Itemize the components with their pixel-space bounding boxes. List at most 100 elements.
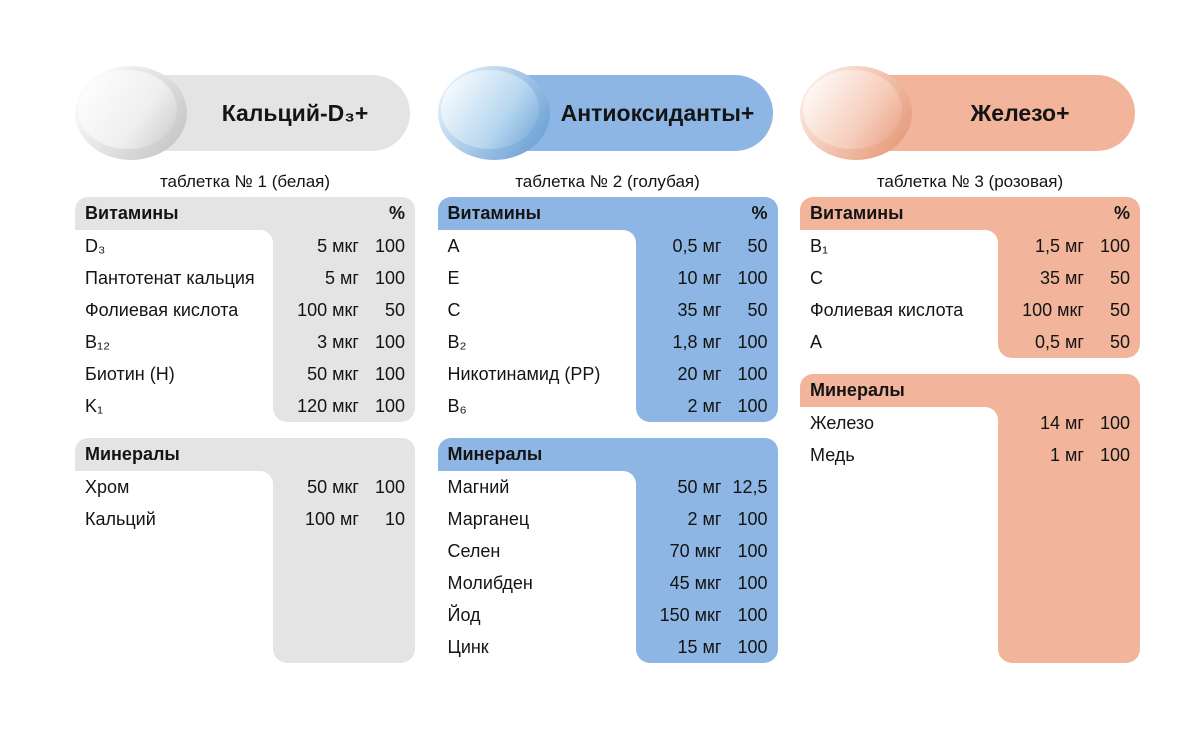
nutrient-name: Молибден xyxy=(447,572,533,593)
tablet-face xyxy=(440,69,540,149)
nutrient-row: A 0,5 мг 50 xyxy=(800,326,1140,358)
nutrient-name: B₂ xyxy=(447,331,467,352)
supplement-infographic: Кальций-D₃+ таблетка № 1 (белая) Витамин… xyxy=(75,66,1140,663)
nutrient-percent: 100 xyxy=(374,395,405,416)
nutrient-amount: 120 мкг xyxy=(297,395,359,416)
nutrient-rows: Хром 50 мкг 100 Кальций 100 мг 10 xyxy=(75,471,415,535)
tablet-title: Кальций-D₃+ xyxy=(221,99,369,126)
nutrient-name: D₃ xyxy=(85,235,106,256)
section-title: Минералы xyxy=(447,444,543,464)
section-title: Минералы xyxy=(810,380,905,400)
nutrient-row: Молибден 45 мкг 100 xyxy=(438,567,778,599)
nutrient-section: Минералы Магний 50 мг 12,5 Марганец 2 мг… xyxy=(437,438,778,663)
nutrient-rows: B₁ 1,5 мг 100 C 35 мг 50 Фолиевая кислот… xyxy=(800,230,1140,358)
nutrient-amount: 5 мкг xyxy=(317,235,359,256)
nutrient-amount: 1,5 мг xyxy=(1035,235,1084,256)
corner-fillet xyxy=(260,230,273,243)
nutrient-percent: 100 xyxy=(1099,444,1130,465)
nutrient-percent: 100 xyxy=(1099,412,1130,433)
nutrient-rows: A 0,5 мг 50 E 10 мг 100 C 35 мг 50 B₂ 1,… xyxy=(438,230,778,422)
value-column-background xyxy=(635,230,778,422)
tablet-subtitle: таблетка № 3 (розовая) xyxy=(876,172,1064,191)
tablet-column-calcium-d3: Кальций-D₃+ таблетка № 1 (белая) Витамин… xyxy=(75,66,415,663)
nutrient-name: K₁ xyxy=(85,395,104,416)
nutrient-percent: 50 xyxy=(1109,299,1130,320)
section-title: Витамины xyxy=(85,203,179,223)
tablet-image xyxy=(75,66,187,160)
nutrient-row: Магний 50 мг 12,5 xyxy=(438,471,778,503)
tablet-face xyxy=(803,69,902,149)
nutrient-name: C xyxy=(447,299,461,320)
tablet-title: Железо+ xyxy=(970,99,1070,126)
nutrient-amount: 1 мг xyxy=(1050,444,1084,465)
nutrient-percent: 50 xyxy=(1109,267,1130,288)
nutrient-row: D₃ 5 мкг 100 xyxy=(75,230,415,262)
percent-symbol: % xyxy=(388,203,405,223)
nutrient-row: Фолиевая кислота 100 мкг 50 xyxy=(75,294,415,326)
nutrient-percent: 50 xyxy=(1109,331,1130,352)
nutrient-amount: 10 мг xyxy=(677,267,722,288)
corner-fillet xyxy=(260,471,273,484)
nutrient-percent: 50 xyxy=(747,235,768,256)
nutrient-percent: 100 xyxy=(737,508,768,529)
nutrient-amount: 50 мг xyxy=(677,476,722,497)
nutrient-amount: 14 мг xyxy=(1040,412,1084,433)
nutrient-percent: 50 xyxy=(384,299,405,320)
tablet-subtitle: таблетка № 1 (белая) xyxy=(159,172,331,191)
nutrient-name: Марганец xyxy=(447,508,530,529)
nutrient-rows: D₃ 5 мкг 100 Пантотенат кальция 5 мг 100… xyxy=(75,230,415,422)
nutrient-amount: 50 мкг xyxy=(307,476,359,497)
nutrient-percent: 100 xyxy=(737,540,768,561)
nutrient-percent: 100 xyxy=(737,636,768,657)
nutrient-row: Цинк 15 мг 100 xyxy=(438,631,778,663)
nutrient-amount: 100 мкг xyxy=(1022,299,1084,320)
nutrient-name: C xyxy=(810,267,823,288)
nutrient-row: Марганец 2 мг 100 xyxy=(438,503,778,535)
nutrient-percent: 100 xyxy=(374,331,405,352)
tablet-face xyxy=(78,69,177,149)
nutrient-name: Селен xyxy=(447,540,501,561)
nutrient-amount: 100 мг xyxy=(305,508,359,529)
nutrient-percent: 100 xyxy=(737,604,768,625)
section-title: Витамины xyxy=(447,203,542,223)
nutrient-sections: Витамины % D₃ 5 мкг 100 Пантотенат кальц… xyxy=(75,197,415,663)
nutrient-amount: 2 мг xyxy=(687,508,722,529)
nutrient-row: Кальций 100 мг 10 xyxy=(75,503,415,535)
tablet-header: Антиоксиданты+ xyxy=(437,66,778,160)
tablet-column-iron: Железо+ таблетка № 3 (розовая) Витамины … xyxy=(800,66,1140,663)
tablet-header: Кальций-D₃+ xyxy=(75,66,415,160)
nutrient-name: Фолиевая кислота xyxy=(85,299,239,320)
nutrient-row: Биотин (Н) 50 мкг 100 xyxy=(75,358,415,390)
nutrient-row: Медь 1 мг 100 xyxy=(800,439,1140,471)
nutrient-row: Железо 14 мг 100 xyxy=(800,407,1140,439)
nutrient-amount: 5 мг xyxy=(325,267,359,288)
nutrient-percent: 100 xyxy=(737,363,768,384)
nutrient-percent: 50 xyxy=(747,299,768,320)
section-header: Витамины % xyxy=(800,197,1140,230)
section-header: Минералы xyxy=(437,438,778,471)
section-header: Минералы xyxy=(800,374,1140,407)
value-column-background xyxy=(273,230,415,422)
nutrient-section: Минералы Хром 50 мкг 100 Кальций 100 мг … xyxy=(75,438,415,663)
nutrient-percent: 100 xyxy=(737,331,768,352)
nutrient-section: Витамины % A 0,5 мг 50 E 10 мг 100 C 35 … xyxy=(437,197,778,422)
section-header: Витамины % xyxy=(437,197,778,230)
nutrient-percent: 100 xyxy=(737,395,768,416)
nutrient-sections: Витамины % B₁ 1,5 мг 100 C 35 мг 50 Фоли… xyxy=(800,197,1140,663)
nutrient-row: Никотинамид (РР) 20 мг 100 xyxy=(438,358,778,390)
nutrient-amount: 70 мкг xyxy=(669,540,722,561)
nutrient-amount: 20 мг xyxy=(677,363,722,384)
nutrient-row: E 10 мг 100 xyxy=(438,262,778,294)
nutrient-amount: 45 мкг xyxy=(669,572,722,593)
nutrient-percent: 10 xyxy=(384,508,405,529)
nutrient-amount: 3 мкг xyxy=(317,331,359,352)
nutrient-row: Селен 70 мкг 100 xyxy=(438,535,778,567)
percent-symbol: % xyxy=(1113,203,1130,223)
section-title: Витамины xyxy=(810,203,904,223)
section-header: Витамины % xyxy=(75,197,415,230)
nutrient-row: B₂ 1,8 мг 100 xyxy=(438,326,778,358)
nutrient-name: A xyxy=(447,235,460,256)
nutrient-name: A xyxy=(810,331,823,352)
section-title: Минералы xyxy=(85,444,180,464)
tablet-image xyxy=(437,66,550,160)
